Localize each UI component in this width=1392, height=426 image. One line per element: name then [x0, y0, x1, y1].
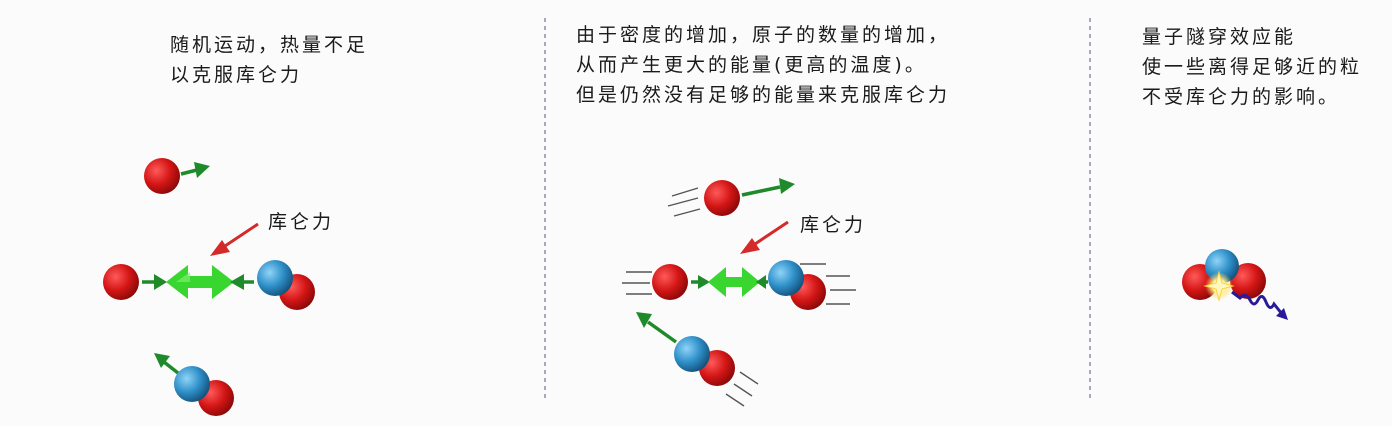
- speed-lines: [800, 263, 856, 305]
- neutron: [174, 366, 210, 402]
- caption-line: 使一些离得足够近的粒: [1142, 56, 1363, 78]
- speed-lines: [622, 271, 652, 295]
- coulomb-force-pointer: [740, 220, 789, 254]
- photon-arrowhead: [1276, 308, 1288, 320]
- caption-line: 从而产生更大的能量(更高的温度)。: [576, 54, 927, 76]
- panel-3-particles: [1182, 249, 1288, 320]
- motion-arrow: [142, 274, 167, 290]
- panel-1-caption: 随机运动，热量不足 以克服库仑力: [170, 30, 470, 90]
- caption-line: 随机运动，热量不足: [170, 34, 369, 56]
- neutron: [257, 260, 293, 296]
- proton: [652, 264, 688, 300]
- panel-2-particles: [622, 178, 856, 407]
- panel-3-caption: 量子隧穿效应能 使一些离得足够近的粒 不受库仑力的影响。: [1142, 22, 1392, 112]
- panel-1-force-label: 库仑力: [268, 211, 335, 233]
- proton: [1230, 263, 1266, 299]
- repulsion-double-arrow: [166, 265, 234, 299]
- caption-line: 但是仍然没有足够的能量来克服库仑力: [576, 84, 951, 106]
- motion-arrow: [741, 178, 795, 197]
- motion-arrow: [756, 275, 768, 289]
- neutron: [768, 260, 804, 296]
- speed-lines: [725, 371, 759, 407]
- neutron: [674, 336, 710, 372]
- motion-arrow: [180, 162, 210, 178]
- deuteron: [674, 336, 735, 386]
- panel-2-caption: 由于密度的增加，原子的数量的增加， 从而产生更大的能量(更高的温度)。 但是仍然…: [576, 20, 1081, 110]
- speed-lines: [667, 187, 701, 217]
- proton: [144, 158, 180, 194]
- coulomb-force-pointer: [210, 222, 259, 256]
- caption-line: 由于密度的增加，原子的数量的增加，: [576, 24, 951, 46]
- panel-2-force-label: 库仑力: [800, 214, 867, 236]
- fusion-flash-icon: [1203, 270, 1235, 302]
- motion-arrow: [230, 274, 254, 290]
- proton: [704, 180, 740, 216]
- photon-wave: [1231, 290, 1284, 315]
- deuteron: [174, 366, 234, 416]
- caption-line: 以克服库仑力: [170, 64, 303, 86]
- proton: [103, 264, 139, 300]
- deuteron: [257, 260, 315, 310]
- caption-line: 量子隧穿效应能: [1142, 26, 1297, 48]
- repulsion-double-arrow: [708, 267, 760, 297]
- motion-arrow: [691, 275, 710, 289]
- motion-arrow: [636, 312, 678, 344]
- caption-line: 不受库仑力的影响。: [1142, 86, 1341, 108]
- deuteron: [768, 260, 826, 310]
- panel-1-particles: [103, 158, 315, 416]
- motion-arrow: [154, 353, 180, 375]
